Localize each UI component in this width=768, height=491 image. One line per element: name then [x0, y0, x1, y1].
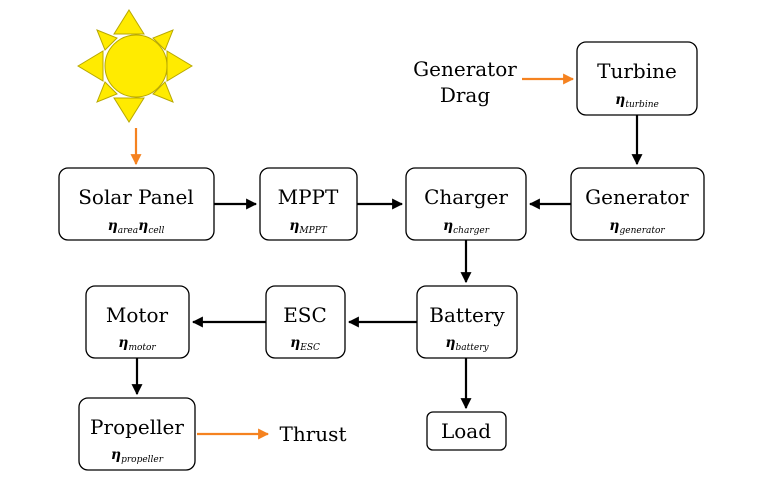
- charger-block: Charger ηcharger: [405, 167, 527, 241]
- turbine-label: Turbine: [597, 59, 677, 83]
- solar-panel-efficiency: ηareaηcell: [108, 218, 165, 236]
- thrust-label: Thrust: [280, 422, 347, 446]
- sun-icon: [77, 9, 193, 123]
- battery-label: Battery: [429, 303, 505, 327]
- esc-efficiency: ηESC: [290, 335, 320, 353]
- propeller-block: Propeller ηpropeller: [78, 397, 196, 471]
- propeller-efficiency: ηpropeller: [111, 447, 164, 465]
- generator-drag-label-line2: Drag: [440, 83, 491, 107]
- generator-drag-label-line1: Generator: [413, 57, 517, 81]
- mppt-block: MPPT ηMPPT: [259, 167, 358, 241]
- mppt-label: MPPT: [278, 185, 339, 209]
- mppt-efficiency: ηMPPT: [289, 218, 328, 236]
- charger-efficiency: ηcharger: [443, 218, 490, 236]
- battery-efficiency: ηbattery: [445, 335, 489, 353]
- turbine-efficiency: ηturbine: [615, 92, 659, 110]
- propeller-label: Propeller: [90, 415, 184, 439]
- load-label: Load: [441, 419, 491, 443]
- generator-label: Generator: [585, 185, 689, 209]
- generator-efficiency: ηgenerator: [609, 218, 665, 236]
- solar-panel-label: Solar Panel: [78, 185, 194, 209]
- solar-panel-block: Solar Panel ηareaηcell: [58, 167, 215, 241]
- esc-label: ESC: [283, 303, 327, 327]
- motor-block: Motor ηmotor: [85, 285, 190, 359]
- load-block: Load: [426, 411, 507, 451]
- esc-block: ESC ηESC: [265, 285, 346, 359]
- motor-label: Motor: [106, 303, 169, 327]
- charger-label: Charger: [424, 185, 508, 209]
- generator-block: Generator ηgenerator: [570, 167, 705, 241]
- motor-efficiency: ηmotor: [118, 335, 156, 353]
- battery-block: Battery ηbattery: [416, 285, 518, 359]
- turbine-block: Turbine ηturbine: [576, 41, 698, 116]
